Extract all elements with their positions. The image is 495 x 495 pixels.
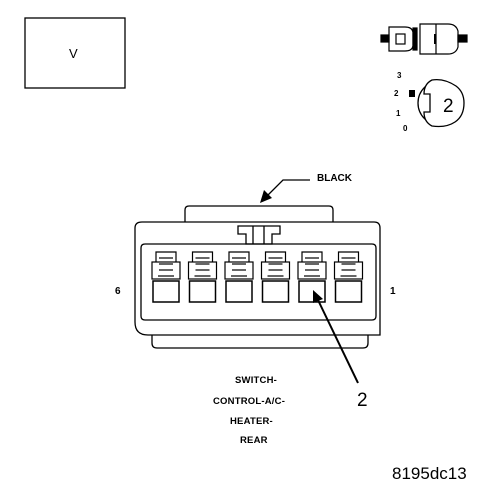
pin-callout-leader: [313, 290, 359, 384]
key-position-1: 1: [396, 109, 401, 118]
black-color-leader: [260, 179, 310, 203]
key-position-3: 3: [397, 71, 402, 80]
wire-color-label: BLACK: [317, 173, 352, 184]
connector-description-line-4: REAR: [240, 435, 268, 446]
pin-number-right: 1: [390, 286, 396, 297]
connector-pin-cavity: [187, 251, 218, 303]
voltage-box: [24, 17, 126, 89]
pin-number-left: 6: [115, 286, 121, 297]
key-position-0: 0: [403, 124, 408, 133]
figure-id: 8195dc13: [392, 464, 467, 483]
connector-pins: [151, 251, 364, 303]
key-position-2: 2: [394, 89, 399, 98]
connector-callout-number: 2: [357, 390, 368, 411]
connector-housing: [134, 205, 381, 349]
ignition-key-icon: [409, 78, 465, 128]
connector-plug-icon: [380, 23, 468, 55]
connector-description-line-2: CONTROL-A/C-: [213, 396, 286, 407]
connector-pin-cavity: [260, 251, 291, 303]
connector-pin-cavity: [333, 251, 364, 303]
connector-pin-cavity: [224, 251, 254, 303]
connector-pin-cavity: [151, 251, 181, 303]
voltage-label: V: [69, 46, 78, 61]
key-callout-number: 2: [443, 96, 454, 117]
connector-pin-cavity: [297, 251, 327, 303]
connector-description-line-1: SWITCH-: [235, 375, 278, 386]
connector-description-line-3: HEATER-: [230, 416, 273, 427]
